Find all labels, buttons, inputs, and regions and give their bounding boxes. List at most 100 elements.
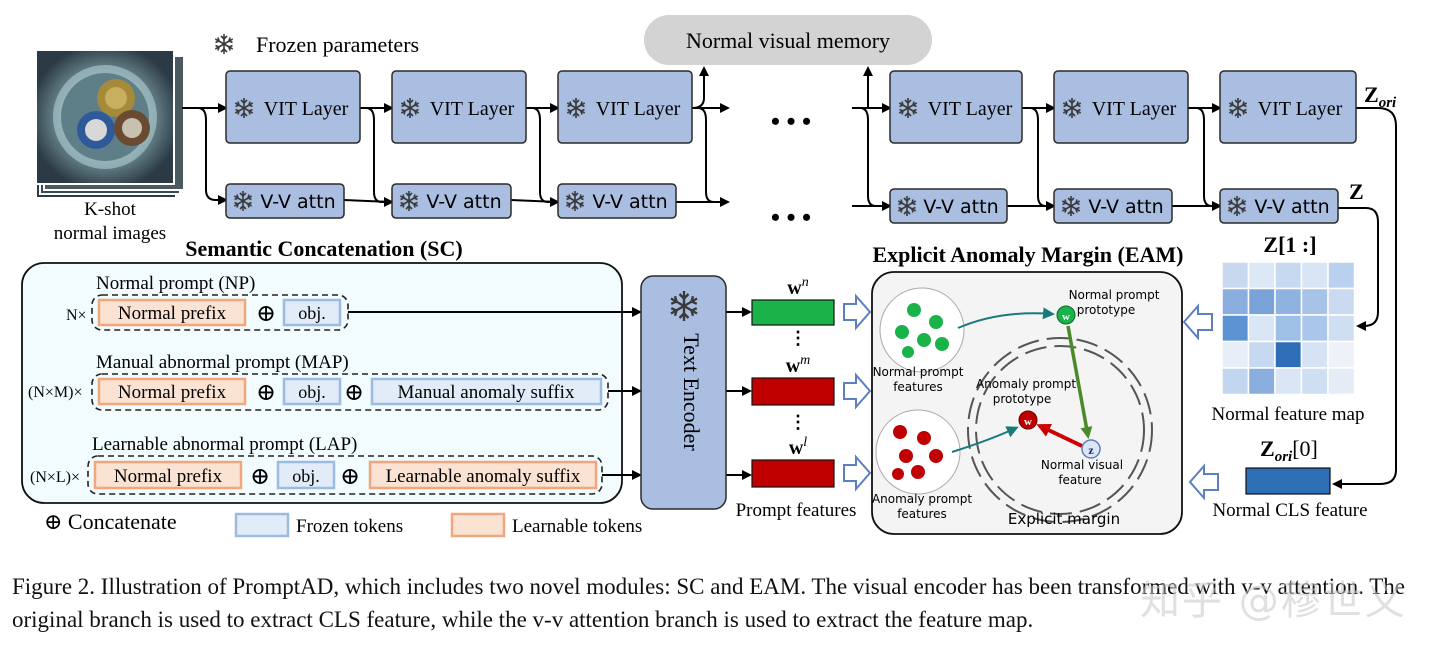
vit-layer-5: VIT Layer [1053, 70, 1189, 144]
vv-attn-label: V-V attn [426, 191, 501, 213]
z-node-label: z [1088, 443, 1094, 457]
z-cls-label: Zori[0] [1260, 436, 1318, 465]
map-mult: (N×M)× [28, 384, 82, 401]
map-obj-label: obj. [298, 382, 326, 402]
feature-map-cell [1327, 314, 1356, 343]
plus-icon: ⊕ [340, 464, 360, 490]
vv-attn-4: V-V attn [889, 188, 1008, 224]
vit-layer-label: VIT Layer [928, 98, 1013, 120]
normal-visual-memory [644, 15, 932, 65]
lap-title: Learnable abnormal prompt (LAP) [92, 434, 357, 455]
feature-map-cell [1274, 367, 1303, 396]
wn-label: wn [787, 275, 808, 299]
anomaly-prototype-node [1018, 410, 1038, 430]
wa-node-label: w [1024, 416, 1032, 428]
vv-attn-label: V-V attn [1088, 196, 1163, 218]
explicit-margin-ring-inner [975, 345, 1145, 515]
vit-layer-4: VIT Layer [889, 70, 1023, 144]
np-group [91, 294, 349, 331]
lap-prefix-label: Normal prefix [114, 466, 223, 487]
plus-icon: ⊕ [256, 301, 276, 327]
feature-map-cell [1300, 367, 1329, 396]
normal-feature-map-label: Normal feature map [1212, 404, 1365, 425]
visual-feature-node [1081, 439, 1101, 459]
learnable-anomaly-suffix [368, 460, 598, 490]
plus-icon: ⊕ [256, 380, 276, 406]
plus-icon: ⊕ [250, 464, 270, 490]
snowflake-icon [214, 33, 234, 55]
anomaly-to-prototype-arrow [951, 426, 1019, 453]
lap-normal-prefix [93, 460, 243, 490]
lap-group [87, 455, 603, 495]
vit-layer-2: VIT Layer [391, 70, 527, 144]
feature-map-cell [1247, 287, 1276, 316]
np-obj-label: obj. [298, 303, 326, 323]
vv-attn-6: V-V attn [1219, 188, 1339, 224]
feature-map-cell [1274, 287, 1303, 316]
ellipsis-bottom: • • • [771, 203, 811, 232]
feature-map-cell [1247, 314, 1276, 343]
np-normal-prefix [97, 298, 247, 327]
normal-cls-feature-label: Normal CLS feature [1212, 500, 1367, 521]
feature-map-cell [1221, 261, 1250, 290]
learnable-token-swatch [450, 512, 506, 538]
vit-layer-6: VIT Layer [1219, 70, 1357, 144]
feature-map-cell [1274, 314, 1303, 343]
sc-title: Semantic Concatenation (SC) [185, 236, 462, 261]
wm-feature [751, 377, 835, 406]
feature-map-cell [1300, 261, 1329, 290]
feature-map-cell [1247, 340, 1276, 369]
feature-map-cell [1221, 367, 1250, 396]
vit-layer-label: VIT Layer [264, 98, 349, 120]
vit-layer-1: VIT Layer [225, 70, 361, 144]
anomaly-feature-cluster [875, 409, 961, 495]
k-shot-images [35, 49, 185, 199]
np-title: Normal prompt (NP) [96, 273, 255, 294]
figure-caption: Figure 2. Illustration of PromptAD, whic… [12, 574, 1405, 632]
lap-obj [276, 460, 336, 490]
cls-feature-bar [1245, 467, 1331, 495]
feature-map-cell [1221, 340, 1250, 369]
frozen-tokens-label: Frozen tokens [296, 516, 403, 537]
feature-map-cell [1221, 314, 1250, 343]
feature-map-cell [1300, 340, 1329, 369]
feature-map-cell [1327, 367, 1356, 396]
np-obj [282, 298, 342, 327]
map-prefix-label: Normal prefix [118, 382, 227, 403]
text-encoder-label: Text Encoder [679, 333, 704, 451]
wl-feature [751, 459, 835, 488]
feature-map-cell [1327, 261, 1356, 290]
map-title: Manual abnormal prompt (MAP) [96, 352, 349, 373]
feature-map-cell [1274, 340, 1303, 369]
vdots-2: ⋮ [789, 412, 807, 432]
np-mult: N× [66, 307, 87, 324]
frozen-token-swatch [234, 512, 290, 538]
memory-label: Normal visual memory [686, 28, 890, 53]
lap-mult: (N×L)× [30, 469, 80, 486]
feature-map-cell [1300, 287, 1329, 316]
feature-map-cell [1327, 340, 1356, 369]
vv-attn-label: V-V attn [260, 191, 335, 213]
feature-map-cell [1221, 287, 1250, 316]
vv-attn-label: V-V attn [923, 196, 998, 218]
vdots-1: ⋮ [789, 328, 807, 348]
z-label: Z [1349, 179, 1364, 204]
eam-title: Explicit Anomaly Margin (EAM) [872, 242, 1183, 267]
wn-feature [751, 299, 835, 326]
vv-attn-1: V-V attn [225, 183, 345, 219]
np-prefix-label: Normal prefix [118, 303, 227, 324]
vv-attn-label: V-V attn [592, 191, 667, 213]
lap-obj-label: obj. [292, 466, 320, 486]
normal-feature-cluster [879, 287, 965, 373]
watermark: 知乎 @穆世义 [1140, 578, 1407, 624]
map-group [91, 373, 609, 411]
z-ori-label: Zori [1364, 82, 1397, 111]
feature-map-cell [1247, 367, 1276, 396]
vit-layer-label: VIT Layer [1092, 98, 1177, 120]
feature-map-cell [1327, 287, 1356, 316]
ellipsis-top: • • • [771, 107, 811, 136]
